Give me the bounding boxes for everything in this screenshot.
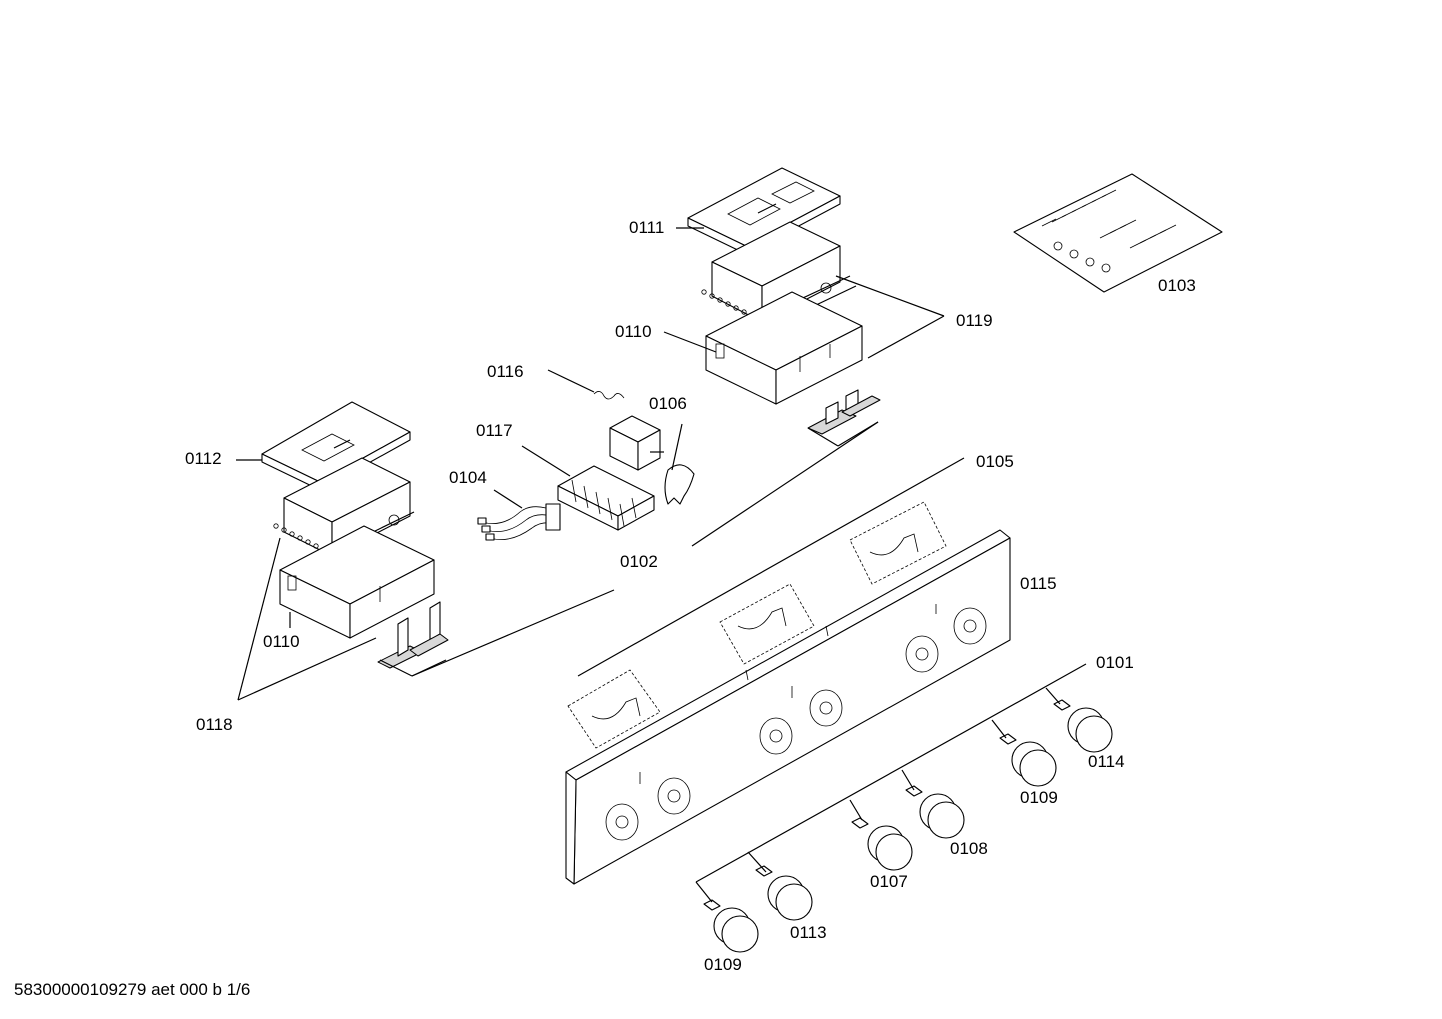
label-0102: 0102 <box>620 552 658 571</box>
document-id-footer: 58300000109279 aet 000 b 1/6 <box>14 980 251 999</box>
label-0101: 0101 <box>1096 653 1134 672</box>
knob-0109-left <box>703 899 759 953</box>
label-0110-upper: 0110 <box>615 322 652 341</box>
label-0119: 0119 <box>956 311 993 330</box>
label-0109-left: 0109 <box>704 955 742 974</box>
label-0104: 0104 <box>449 468 487 487</box>
knob-0108 <box>905 785 965 839</box>
label-0110-lower: 0110 <box>263 632 300 651</box>
label-0106: 0106 <box>649 394 687 413</box>
left-switch-housing-0110 <box>279 525 435 639</box>
knob-0109-right <box>999 733 1057 787</box>
label-0112: 0112 <box>185 449 222 468</box>
knob-0114 <box>1053 699 1113 753</box>
thermostat-0116 <box>547 369 664 471</box>
part-labels: 0111 0103 0119 0110 0116 0106 0117 0112 … <box>185 218 1196 974</box>
label-0113: 0113 <box>790 923 827 942</box>
terminal-block-0117 <box>557 465 655 531</box>
knob-0107 <box>851 817 913 871</box>
upper-clip-pair-0119 <box>807 389 881 435</box>
label-0108: 0108 <box>950 839 988 858</box>
label-0115: 0115 <box>1020 574 1057 593</box>
label-0116: 0116 <box>487 362 524 381</box>
control-panel-0115 <box>565 529 1011 885</box>
leader-lines <box>236 227 1087 903</box>
label-0118: 0118 <box>196 715 233 734</box>
label-0109-right: 0109 <box>1020 788 1058 807</box>
indicator-modules-0105 <box>567 501 947 749</box>
label-0114: 0114 <box>1088 752 1125 771</box>
cable-harness-0104 <box>477 503 561 541</box>
left-clip-pair-0118 <box>377 601 449 669</box>
label-0117: 0117 <box>476 421 513 440</box>
screw-bag-0103 <box>1013 173 1223 293</box>
upper-switch-housing-0110 <box>705 291 863 405</box>
label-0107: 0107 <box>870 872 908 891</box>
knob-plate-0106 <box>664 464 695 505</box>
label-0105: 0105 <box>976 452 1014 471</box>
knob-0113 <box>755 865 813 921</box>
label-0111: 0111 <box>629 218 664 237</box>
label-0103: 0103 <box>1158 276 1196 295</box>
